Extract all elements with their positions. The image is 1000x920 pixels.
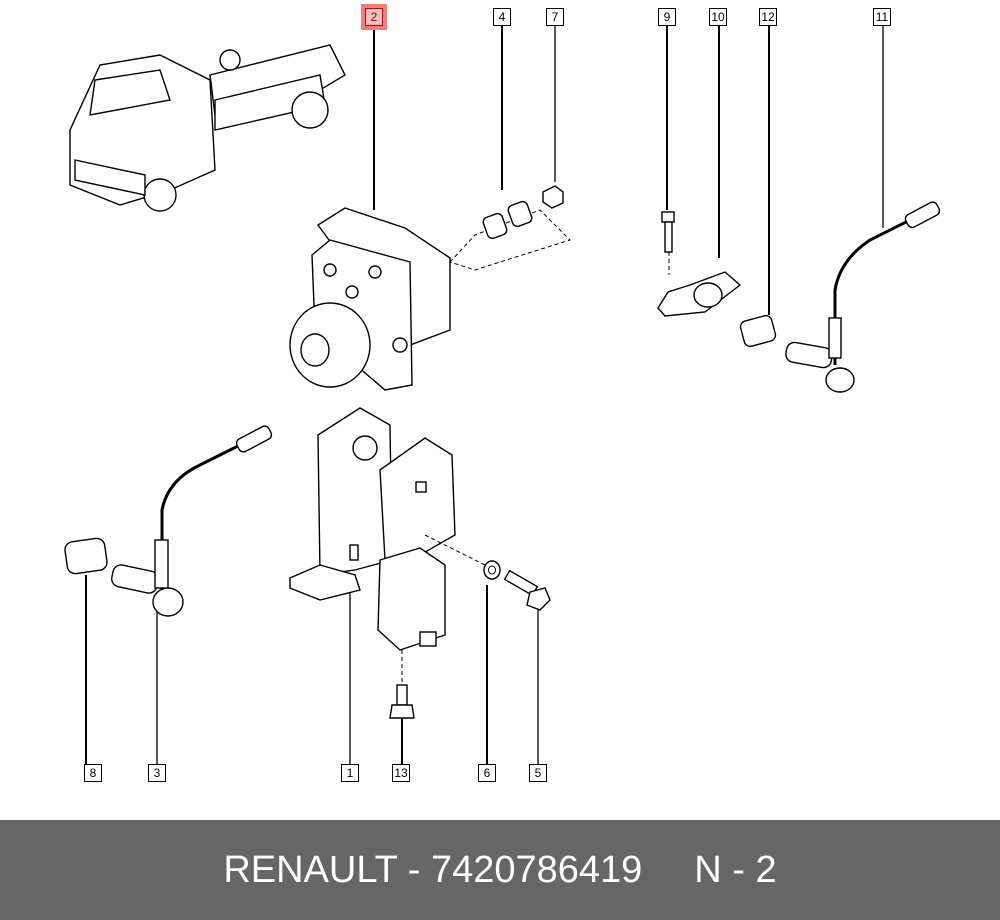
fasteners: [389, 560, 551, 719]
callout-12[interactable]: 12: [759, 8, 777, 26]
reference-number: N - 2: [694, 848, 777, 891]
mounting-bushes: [482, 185, 564, 240]
footer-bar: RENAULT - 7420786419 N - 2: [0, 820, 1000, 920]
callout-11[interactable]: 11: [873, 8, 891, 26]
leader-lines: [85, 26, 884, 764]
callout-3[interactable]: 3: [148, 764, 166, 782]
callout-9[interactable]: 9: [658, 8, 676, 26]
right-sensor-assembly: [657, 201, 941, 393]
truck-illustration: [69, 44, 346, 212]
exploded-parts-diagram: [64, 26, 941, 764]
brand-part-number: RENAULT - 7420786419: [223, 848, 643, 891]
left-sensor-assembly: [64, 425, 273, 617]
callout-13[interactable]: 13: [392, 764, 410, 782]
abs-hydraulic-unit: [289, 207, 571, 391]
callout-7[interactable]: 7: [546, 8, 564, 26]
callout-5[interactable]: 5: [529, 764, 547, 782]
callout-1[interactable]: 1: [341, 764, 359, 782]
callout-8[interactable]: 8: [84, 764, 102, 782]
abs-mounting-bracket: [289, 407, 486, 685]
callout-2-highlighted[interactable]: 2: [361, 4, 387, 30]
callout-4[interactable]: 4: [493, 8, 511, 26]
callout-6[interactable]: 6: [478, 764, 496, 782]
callout-10[interactable]: 10: [709, 8, 727, 26]
